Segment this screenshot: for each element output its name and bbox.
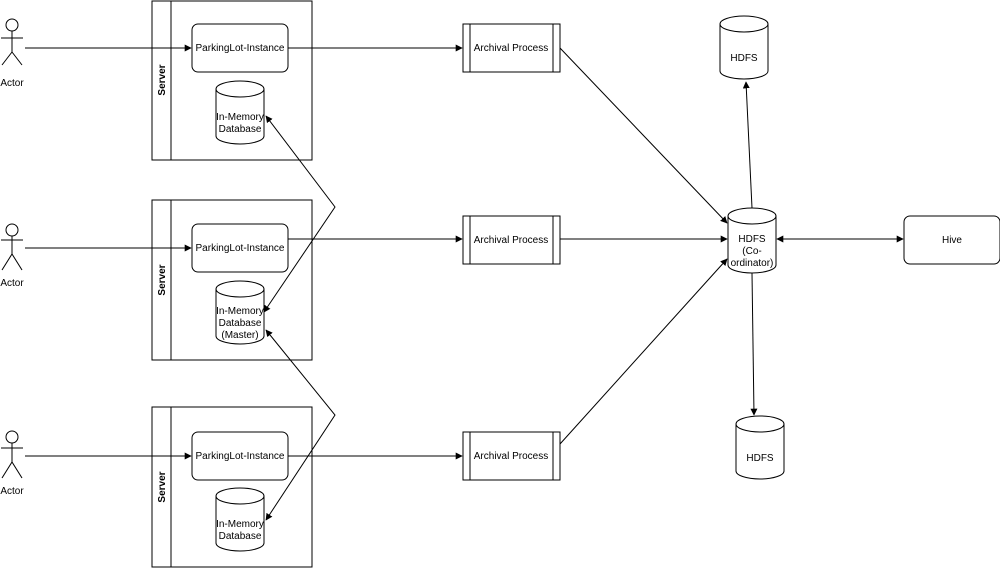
database-label-line: Database (219, 318, 262, 329)
database-label-line: Database (219, 124, 262, 135)
hdfs-label: HDFS (746, 453, 774, 464)
edge-db-master-sync-db3 (265, 329, 336, 521)
server-3[interactable]: Server ParkingLot-Instance In-Memory Dat… (151, 406, 313, 568)
hdfs-bottom[interactable]: HDFS (735, 415, 785, 480)
actor-2: Actor (0, 223, 24, 289)
server-title: Server (157, 64, 168, 95)
actor-label: Actor (0, 486, 24, 497)
in-memory-database[interactable]: In-Memory Database (215, 487, 265, 552)
hdfs-coordinator-label-line: (Co- (742, 246, 761, 257)
in-memory-database-master[interactable]: In-Memory Database (Master) (215, 280, 265, 345)
archival-process-3[interactable]: Archival Process (462, 431, 561, 481)
server-title: Server (157, 471, 168, 502)
hdfs-label: HDFS (730, 53, 758, 64)
actor-figure-icon (1, 430, 23, 479)
actor-label: Actor (0, 278, 24, 289)
database-label-line: (Master) (221, 330, 258, 341)
database-label-line: In-Memory (216, 306, 264, 317)
parkinglot-instance[interactable]: ParkingLot-Instance (191, 431, 289, 481)
edge-archival3-to-hdfs-coordinator (559, 258, 728, 445)
edge-coordinator-to-hdfs-bottom (750, 272, 758, 416)
parkinglot-instance-label: ParkingLot-Instance (196, 451, 285, 462)
parkinglot-instance-label: ParkingLot-Instance (196, 243, 285, 254)
parkinglot-instance[interactable]: ParkingLot-Instance (191, 23, 289, 73)
actor-3: Actor (0, 430, 24, 497)
hdfs-coordinator-label-line: HDFS (738, 234, 766, 245)
parkinglot-instance-label: ParkingLot-Instance (196, 43, 285, 54)
edge-archival1-to-hdfs-coordinator (559, 47, 728, 224)
database-label-line: Database (219, 531, 262, 542)
actor-1: Actor (0, 18, 24, 89)
hive-label: Hive (942, 235, 962, 246)
parkinglot-instance[interactable]: ParkingLot-Instance (191, 223, 289, 273)
server-2[interactable]: Server ParkingLot-Instance In-Memory Dat… (151, 199, 313, 361)
server-title: Server (157, 264, 168, 295)
archival-process-2[interactable]: Archival Process (462, 215, 561, 265)
actor-figure-icon (1, 223, 23, 271)
actor-figure-icon (1, 18, 23, 66)
edge-coordinator-to-hdfs-top (742, 81, 753, 209)
hive-node[interactable]: Hive (903, 215, 1000, 265)
hdfs-coordinator[interactable]: HDFS (Co- ordinator) (727, 207, 777, 274)
server-1[interactable]: Server ParkingLot-Instance In-Memory Dat… (151, 0, 313, 161)
edge-db-master-sync-db1 (263, 115, 336, 313)
hdfs-coordinator-label-line: ordinator) (731, 258, 774, 269)
actor-label: Actor (0, 78, 24, 89)
archival-process-1[interactable]: Archival Process (462, 23, 561, 73)
archival-process-label: Archival Process (474, 43, 548, 54)
in-memory-database[interactable]: In-Memory Database (215, 80, 265, 145)
database-label-line: In-Memory (216, 519, 264, 530)
archival-process-label: Archival Process (474, 451, 548, 462)
archival-process-label: Archival Process (474, 235, 548, 246)
database-label-line: In-Memory (216, 112, 264, 123)
connectors (25, 44, 904, 521)
hdfs-top[interactable]: HDFS (719, 15, 769, 80)
